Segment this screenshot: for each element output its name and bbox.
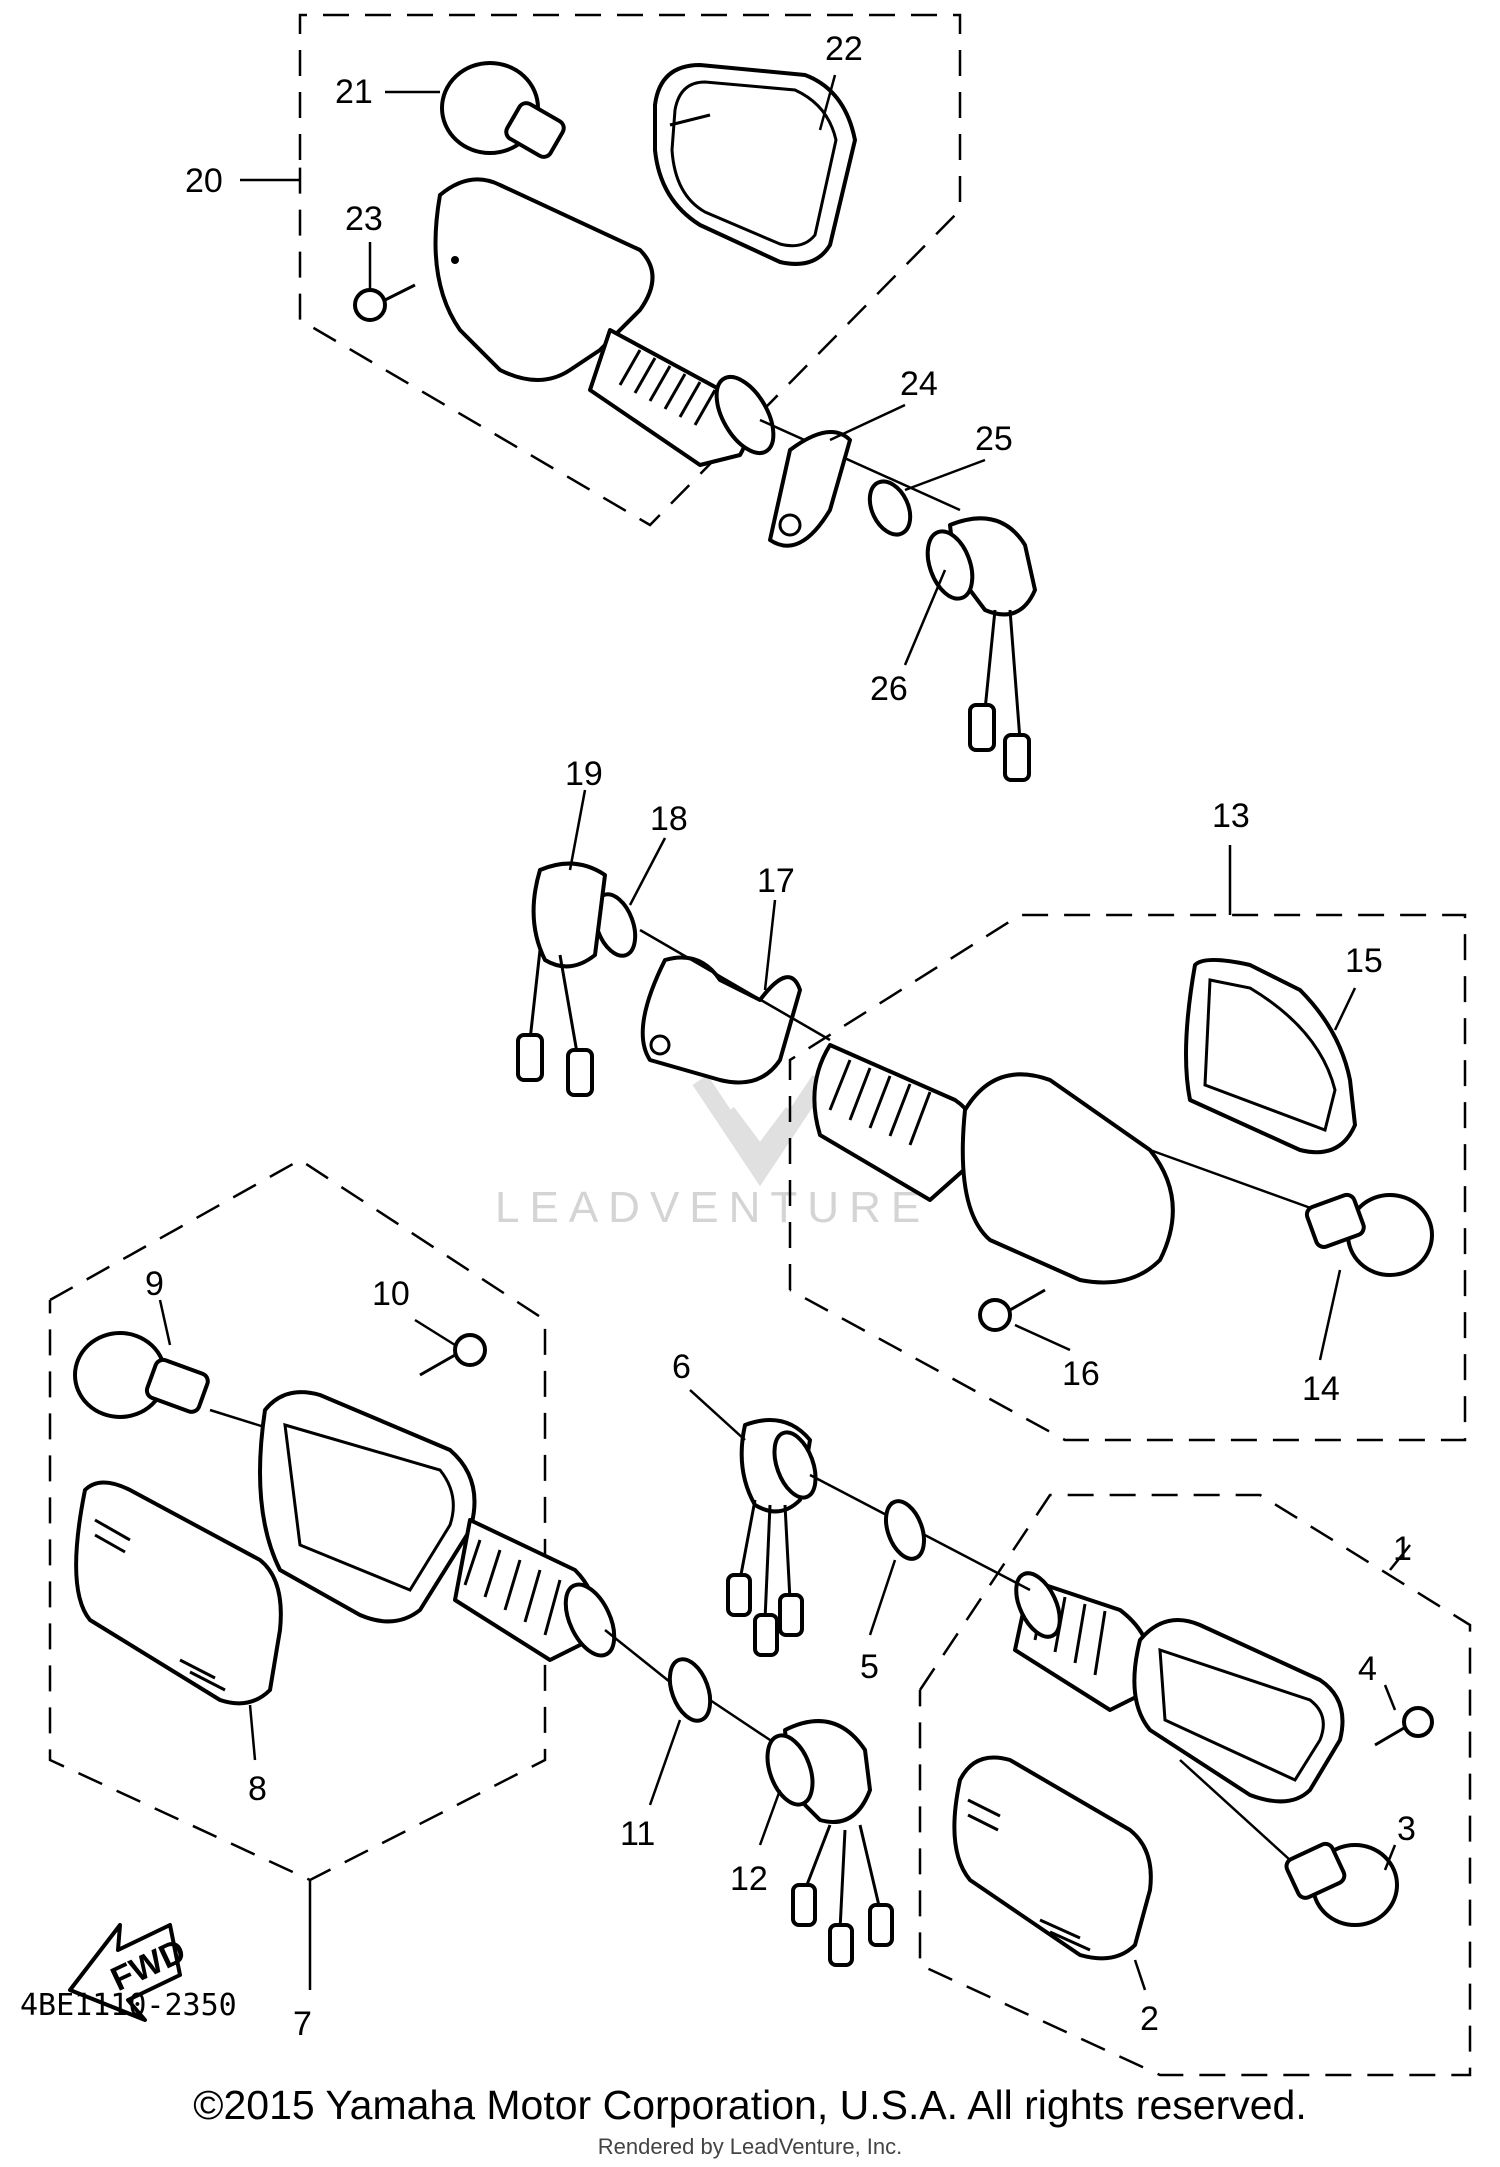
diagram-code: 4BE1110-2350	[20, 1988, 237, 2023]
lens-2	[952, 1755, 1153, 1961]
label-part-1: 1	[1393, 1530, 1412, 1568]
label-part-4: 4	[1358, 1650, 1377, 1688]
label-part-21: 21	[335, 73, 373, 111]
label-part-15: 15	[1345, 942, 1383, 980]
label-part-7: 7	[293, 2005, 312, 2043]
assembly-1	[918, 1493, 1472, 2077]
grommet-5	[884, 1499, 926, 1561]
rendered-by-notice: Rendered by LeadVenture, Inc.	[597, 2134, 903, 2159]
screw-4	[1374, 1706, 1434, 1747]
housing-13	[812, 1043, 1331, 1285]
housing-1	[1013, 1571, 1345, 1861]
label-part-25: 25	[975, 420, 1013, 458]
label-part-2: 2	[1140, 2000, 1159, 2038]
grommet-25	[867, 479, 913, 537]
cover-26	[925, 516, 1037, 782]
fwd-arrow-icon: FWD	[68, 1923, 191, 2022]
label-part-18: 18	[650, 800, 688, 838]
label-part-10: 10	[372, 1275, 410, 1313]
label-part-14: 14	[1302, 1370, 1340, 1408]
lens-8	[74, 1480, 283, 1706]
label-part-5: 5	[860, 1648, 879, 1686]
housing-20	[433, 177, 961, 512]
label-part-9: 9	[145, 1265, 164, 1303]
screw-23	[353, 283, 416, 322]
copyright-notice: ©2015 Yamaha Motor Corporation, U.S.A. A…	[193, 2082, 1307, 2128]
label-part-13: 13	[1212, 797, 1250, 835]
label-part-24: 24	[900, 365, 938, 403]
housing-7	[258, 1390, 681, 1691]
label-part-23: 23	[345, 200, 383, 238]
watermark: LEADVENTURE	[495, 1075, 930, 1232]
bulb-21	[440, 61, 566, 159]
grommet-18	[592, 892, 831, 1042]
bulb-3	[1284, 1841, 1399, 1927]
part-labels: 1 2 3 4 5 6 7 8 9 10 11 12 13 14 15 16 1…	[145, 30, 1416, 2043]
label-part-19: 19	[565, 755, 603, 793]
bracket-17	[640, 955, 802, 1085]
label-part-22: 22	[825, 30, 863, 68]
callouts	[158, 74, 1411, 1991]
label-part-26: 26	[870, 670, 908, 708]
assembly-13	[788, 913, 1467, 1442]
cover-19	[516, 861, 607, 1097]
label-part-11: 11	[620, 1815, 655, 1853]
label-part-17: 17	[757, 862, 795, 900]
grommet-11	[667, 1657, 771, 1742]
watermark-text: LEADVENTURE	[495, 1183, 930, 1232]
lens-15	[1184, 958, 1357, 1155]
bracket-24	[768, 430, 852, 548]
label-part-16: 16	[1062, 1355, 1100, 1393]
bulb-14	[1304, 1192, 1434, 1277]
cover-6	[726, 1418, 1031, 1657]
label-part-3: 3	[1397, 1810, 1416, 1848]
screw-16	[978, 1288, 1046, 1332]
cover-12	[765, 1719, 894, 1967]
assembly-7	[48, 1158, 681, 1882]
assembly-20	[298, 13, 962, 527]
lens-22	[653, 63, 857, 266]
label-part-6: 6	[672, 1348, 691, 1386]
label-part-12: 12	[730, 1860, 768, 1898]
label-part-8: 8	[248, 1770, 267, 1808]
label-part-20: 20	[185, 162, 223, 200]
screw-10	[419, 1333, 487, 1377]
